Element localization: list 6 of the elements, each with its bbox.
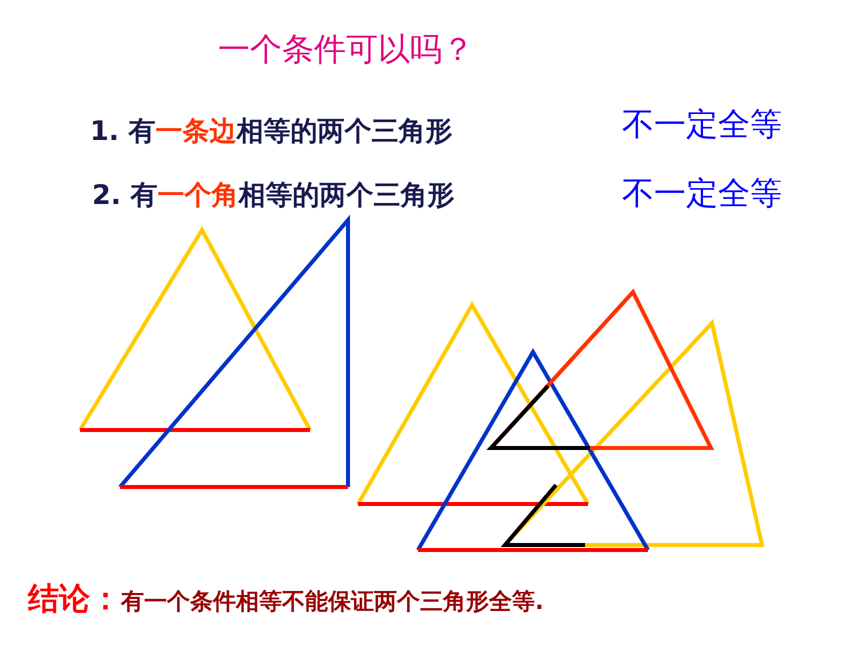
answer-text: 不一定全等: [622, 173, 782, 214]
answer-text: 不一定全等: [622, 104, 782, 145]
heading: 一个条件可以吗？: [218, 29, 474, 70]
conclusion-text: 结论：有一个条件相等不能保证两个三角形全等.: [28, 580, 544, 619]
statement-text: 2. 有一个角相等的两个三角形: [92, 179, 454, 213]
statement-text: 1. 有一条边相等的两个三角形: [90, 115, 452, 149]
